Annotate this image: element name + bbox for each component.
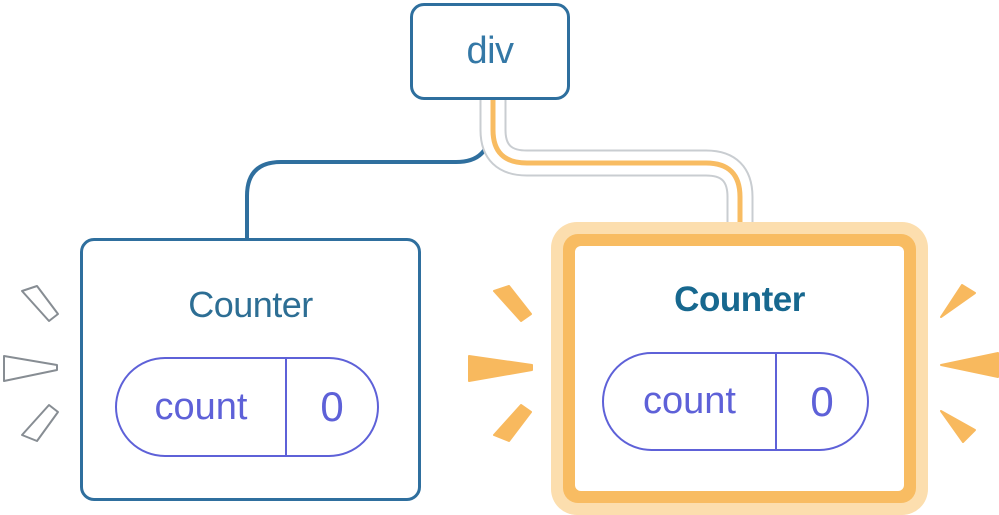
edge-div-to-left-counter	[245, 99, 492, 240]
pill-divider	[285, 359, 287, 455]
burst-ray-icon	[493, 285, 532, 322]
burst-ray-icon	[21, 285, 59, 322]
burst-ray-icon	[21, 404, 59, 442]
burst-marks-right-outer	[940, 284, 999, 443]
state-pill-right: count 0	[602, 352, 869, 451]
state-key-cell: count	[643, 380, 736, 422]
burst-ray-icon	[940, 352, 999, 378]
tree-node-div: div	[410, 3, 570, 100]
burst-marks-right-inner	[468, 285, 533, 442]
burst-ray-icon	[3, 355, 58, 382]
state-key-cell: count	[154, 385, 248, 428]
pill-divider	[775, 354, 777, 449]
burst-ray-icon	[940, 284, 976, 318]
component-title-left: Counter	[188, 284, 313, 325]
state-value-cell: 0	[810, 377, 834, 425]
burst-marks-left	[3, 285, 59, 442]
component-title-right: Counter	[674, 280, 805, 319]
state-pill-left: count 0	[115, 357, 379, 457]
state-value-cell: 0	[320, 383, 344, 430]
burst-ray-icon	[468, 355, 533, 382]
edge-div-to-right-counter-casing	[481, 99, 752, 233]
burst-ray-icon	[493, 404, 532, 442]
node-label: div	[466, 30, 514, 72]
burst-ray-icon	[940, 410, 976, 443]
edge-div-to-right-counter	[490, 99, 743, 238]
